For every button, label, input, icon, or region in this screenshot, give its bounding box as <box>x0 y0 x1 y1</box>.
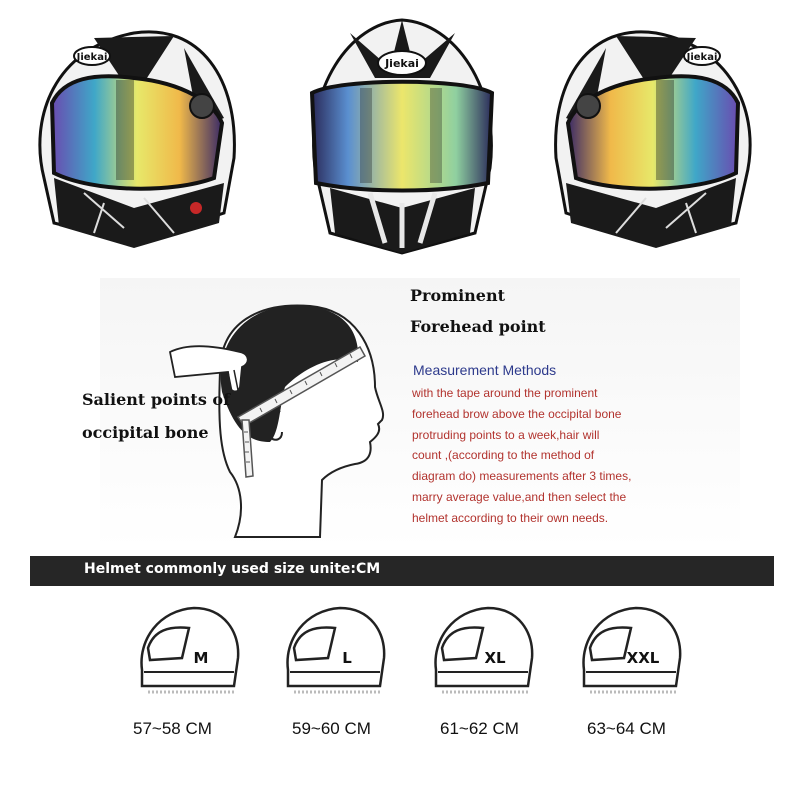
size-xl-helmet-icon: XL <box>434 606 534 694</box>
forehead-label-line1: Prominent <box>410 286 505 305</box>
brand-logo-text: Jiekai <box>384 57 419 70</box>
size-xxl-helmet-icon: XXL <box>582 606 682 694</box>
size-m-range: 57~58 CM <box>133 719 212 738</box>
occipital-label-line1: Salient points of <box>82 390 230 409</box>
method-line: count ,(according to the method of <box>412 448 595 463</box>
size-header-text: Helmet commonly used size unite:CM <box>84 561 381 577</box>
size-xxl-range: 63~64 CM <box>587 719 666 738</box>
measurement-methods-text: with the tape around the prominent foreh… <box>412 383 631 529</box>
size-l-range: 59~60 CM <box>292 719 371 738</box>
size-xxl-label: XXL <box>627 649 660 667</box>
size-l-label: L <box>342 649 352 667</box>
helmet-left-view-image: Jiekai <box>38 30 236 248</box>
brand-logo-text: Jiekai <box>686 52 718 63</box>
helmet-front-view-image: Jiekai <box>309 18 495 255</box>
size-xl-label: XL <box>484 649 506 667</box>
method-line: forehead brow above the occipital bone <box>412 406 622 421</box>
size-m-label: M <box>194 649 209 667</box>
forehead-label-line2: Forehead point <box>410 317 546 336</box>
method-line: protruding points to a week,hair will <box>412 427 600 442</box>
size-xl-range: 61~62 CM <box>440 719 519 738</box>
occipital-label-line2: occipital bone <box>82 423 209 442</box>
method-line: helmet according to their own needs. <box>412 510 609 525</box>
method-line: with the tape around the prominent <box>412 386 598 400</box>
size-m-helmet-icon: M <box>140 606 240 694</box>
helmet-right-view-image: Jiekai <box>554 30 752 248</box>
method-line: diagram do) measurements after 3 times, <box>412 469 632 484</box>
head-measurement-illustration <box>168 304 385 538</box>
size-header-bar: Helmet commonly used size unite:CM <box>30 556 774 586</box>
measurement-diagram-panel <box>100 278 740 550</box>
method-line: marry average value,and then select the <box>412 489 627 504</box>
brand-logo-text: Jiekai <box>76 52 108 63</box>
size-l-helmet-icon: L <box>286 606 386 694</box>
measurement-methods-title: Measurement Methods <box>413 362 557 378</box>
